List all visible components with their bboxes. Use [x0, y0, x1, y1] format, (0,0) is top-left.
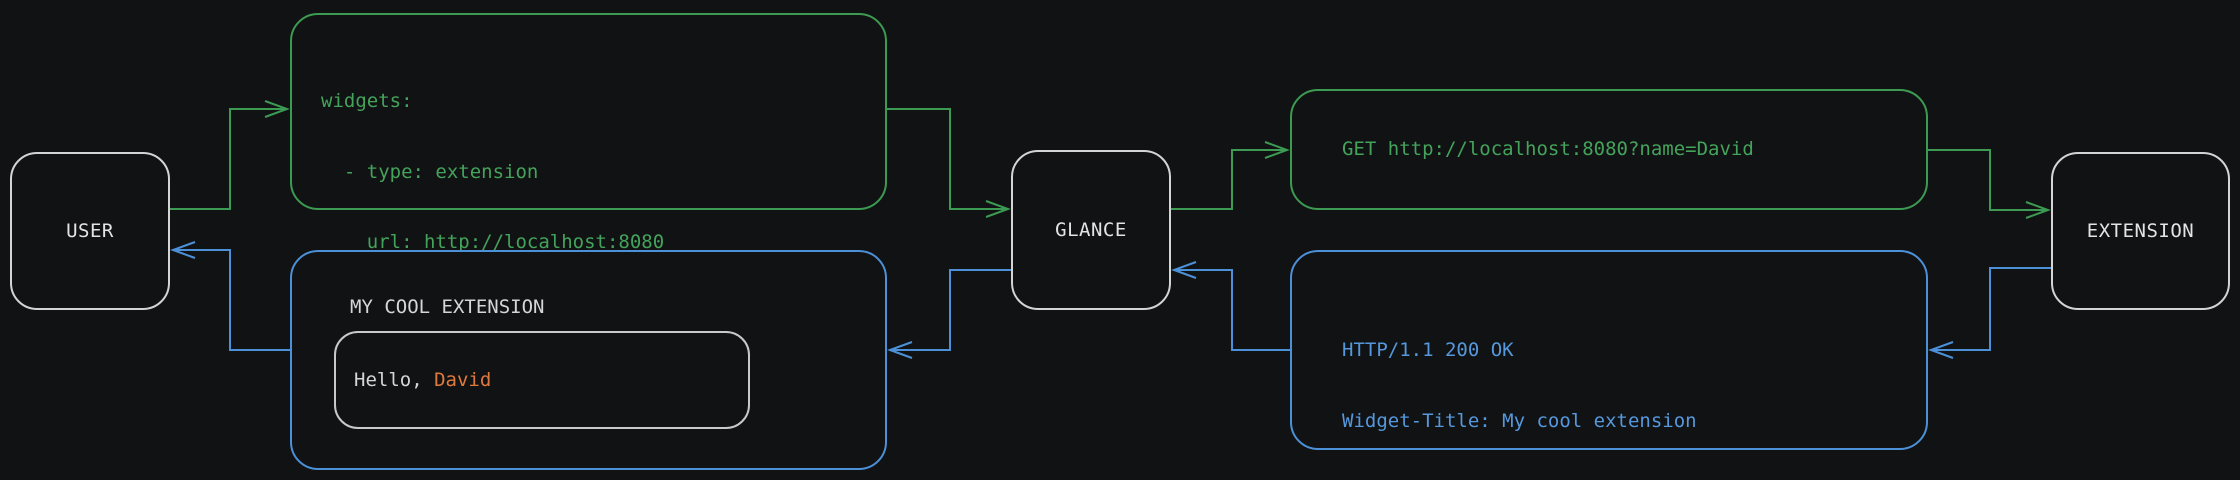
request-arrow-request-to-extension: [1928, 149, 2051, 219]
http-request-box: GET http://localhost:8080?name=David: [1290, 89, 1928, 210]
response-arrow-widget-to-user: [170, 241, 290, 351]
glance-node-label: GLANCE: [1055, 219, 1127, 241]
http-request-line: GET http://localhost:8080?name=David: [1342, 137, 1754, 160]
user-node-label: USER: [66, 220, 114, 242]
http-response-box: HTTP/1.1 200 OK Widget-Title: My cool ex…: [1290, 250, 1928, 450]
greeting-name: David: [434, 369, 492, 391]
config-yaml-line: widgets:: [321, 90, 413, 112]
extension-node-label: EXTENSION: [2086, 220, 2195, 242]
response-arrow-glance-to-widget: [887, 269, 1011, 359]
response-arrow-response-to-glance: [1171, 261, 1290, 351]
greeting-prefix: Hello,: [354, 369, 435, 391]
config-yaml-box: widgets: - type: extension url: http://l…: [290, 13, 887, 465]
http-response-line: Widget-Title: My cool extension: [1342, 409, 1697, 432]
widget-preview-box: MY COOL EXTENSION Hello, David: [290, 250, 887, 470]
widget-greeting-box: Hello, David: [334, 331, 750, 429]
user-node: USER: [10, 152, 170, 310]
request-arrow-config-to-glance: [887, 108, 1011, 218]
response-arrow-extension-to-response: [1928, 267, 2051, 359]
request-arrow-user-to-config: [170, 100, 290, 210]
widget-title: MY COOL EXTENSION: [350, 296, 545, 318]
glance-node: GLANCE: [1011, 150, 1171, 310]
config-yaml-line: - type: extension: [321, 160, 539, 183]
extension-node: EXTENSION: [2051, 152, 2230, 310]
config-yaml-line: url: http://localhost:8080: [321, 231, 665, 253]
request-arrow-glance-to-request: [1171, 141, 1290, 210]
http-response-line: HTTP/1.1 200 OK: [1342, 339, 1514, 361]
